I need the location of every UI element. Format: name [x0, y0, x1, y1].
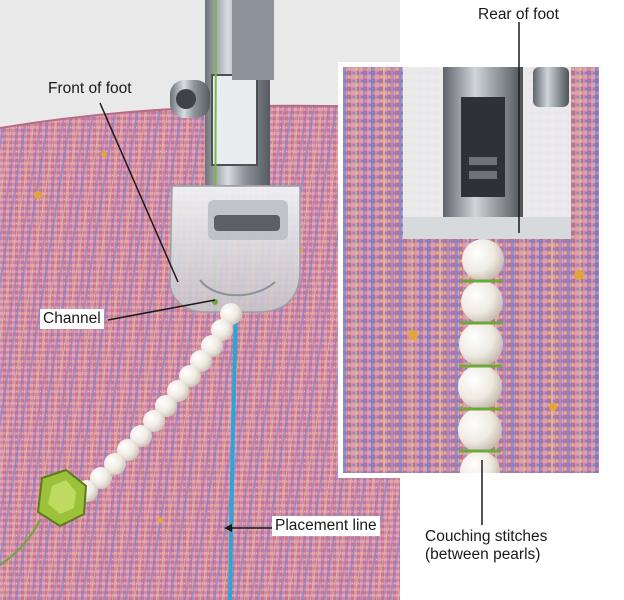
placement-line-thread [228, 319, 238, 600]
inset-frame [338, 62, 604, 478]
inset-couching-stitches [459, 279, 503, 453]
pearl-strand [76, 303, 242, 502]
label-couching-stitches: Couching stitches (between pearls) [425, 528, 565, 564]
green-bead [36, 468, 88, 528]
label-rear-of-foot: Rear of foot [478, 6, 559, 23]
label-front-of-foot: Front of foot [48, 80, 132, 97]
inset-photo [343, 67, 599, 473]
label-placement-line: Placement line [272, 516, 380, 536]
inset-pearl-strand [458, 239, 504, 473]
label-couching-line2: (between pearls) [425, 546, 541, 563]
label-channel: Channel [40, 309, 104, 329]
label-couching-line1: Couching stitches [425, 528, 548, 545]
